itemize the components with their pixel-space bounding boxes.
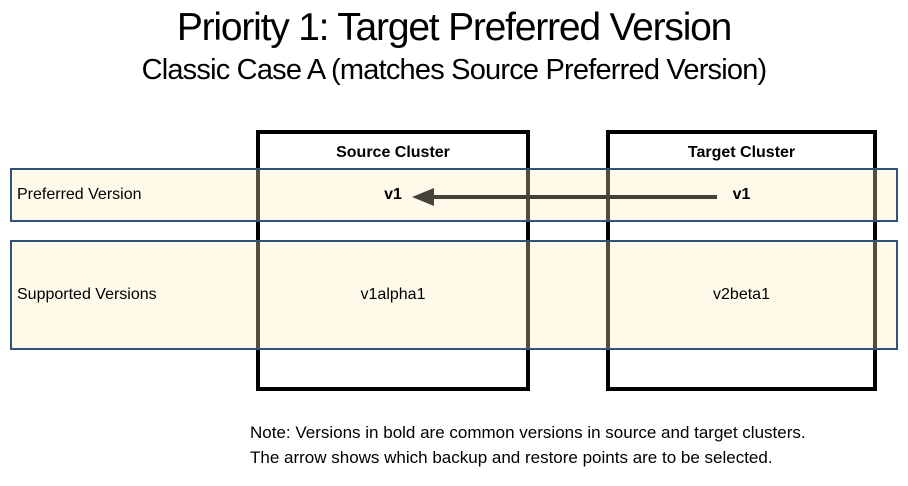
note-line-1: Note: Versions in bold are common versio… bbox=[250, 423, 806, 442]
note-line-2: The arrow shows which backup and restore… bbox=[250, 448, 773, 467]
preferred-version-label: Preferred Version bbox=[17, 186, 142, 203]
source-preferred-version-value: v1 bbox=[384, 186, 402, 203]
supported-versions-label: Supported Versions bbox=[17, 286, 157, 303]
target-cluster-box: Target Cluster bbox=[606, 130, 877, 391]
source-cluster-title: Source Cluster bbox=[336, 144, 450, 161]
supported-versions-row-band bbox=[10, 240, 898, 350]
preferred-version-row-band bbox=[10, 168, 898, 222]
arrow-left-icon bbox=[412, 188, 717, 206]
target-preferred-version-value: v1 bbox=[732, 186, 751, 203]
target-cluster-title: Target Cluster bbox=[687, 144, 796, 161]
page-title: Priority 1: Target Preferred Version bbox=[176, 6, 733, 49]
page-subtitle: Classic Case A (matches Source Preferred… bbox=[141, 54, 768, 86]
note-text: Note: Versions in bold are common versio… bbox=[250, 420, 806, 470]
source-supported-versions-value: v1alpha1 bbox=[360, 286, 426, 303]
target-supported-versions-value: v2beta1 bbox=[713, 286, 770, 303]
source-cluster-box: Source Cluster bbox=[256, 130, 530, 391]
